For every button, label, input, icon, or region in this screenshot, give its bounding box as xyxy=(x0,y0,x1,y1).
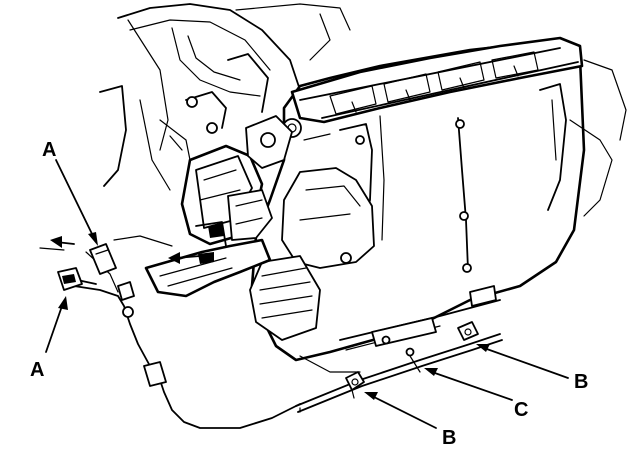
rod-nut-right xyxy=(457,321,479,341)
assembly-arrows xyxy=(50,236,201,264)
heater-housing xyxy=(249,36,627,373)
callout-b-bottom: B xyxy=(442,427,456,449)
callout-a-left: A xyxy=(30,359,44,381)
mode-door-motor xyxy=(159,91,293,246)
rod-nut-left xyxy=(345,371,365,399)
wire-harness xyxy=(39,235,301,429)
callout-leaders xyxy=(45,159,569,429)
callout-a-top: A xyxy=(42,139,56,161)
callout-c: C xyxy=(514,399,528,421)
dash-ducting xyxy=(99,3,351,191)
callout-b-right: B xyxy=(574,371,588,393)
floor-duct xyxy=(144,221,272,298)
